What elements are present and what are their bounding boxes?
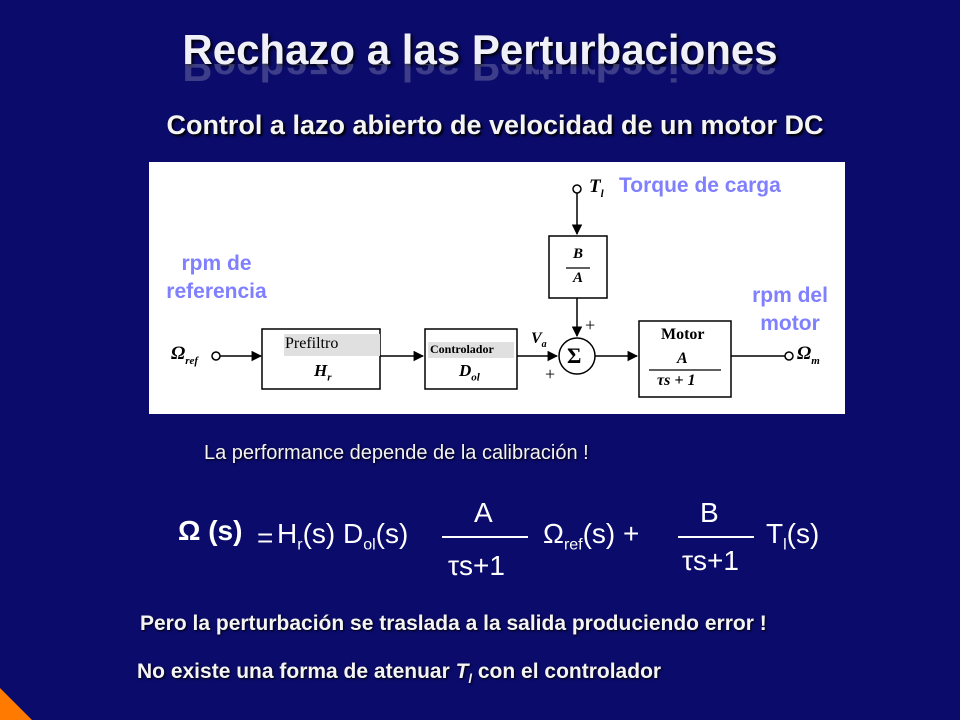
omega-ref-signal: Ωref [171, 343, 199, 367]
motor-label-line1: rpm del [752, 284, 828, 307]
input-terminal [211, 351, 221, 361]
motor-denominator: τs + 1 [657, 372, 696, 389]
va-signal: Va [531, 330, 547, 351]
performance-note: La performance depende de la calibración… [204, 442, 589, 464]
tl-signal: Tl [589, 176, 604, 200]
torque-label: Torque de carga [619, 174, 781, 197]
disturbance-block [548, 235, 608, 299]
motor-label: Motor [661, 326, 705, 343]
eq-frac2-numerator: B [700, 497, 719, 528]
eq-tl: Tl(s) [766, 518, 820, 554]
motor-numerator: A [677, 350, 688, 367]
perturbation-note: Pero la perturbación se traslada a la sa… [140, 612, 767, 635]
eq-omega-ref: Ωref(s) + [543, 518, 640, 554]
sum-symbol: Σ [567, 343, 582, 368]
reference-label-line1: rpm de [181, 252, 252, 275]
motor-label-line2: motor [760, 312, 820, 335]
eq-frac1-bar [442, 536, 528, 538]
eq-frac2-bar [678, 536, 754, 538]
plus-left-sign: + [545, 364, 556, 384]
disturbance-terminal [572, 184, 582, 194]
eq-frac2-denominator: τs+1 [682, 545, 739, 576]
slide-subtitle: Control a lazo abierto de velocidad de u… [166, 110, 824, 140]
slide-title: Rechazo a las Perturbaciones [182, 26, 778, 73]
prefiltro-tf: Hr [314, 361, 332, 384]
eq-frac1-denominator: τs+1 [448, 550, 505, 581]
controlador-label: Controlador [430, 342, 494, 356]
omega-m-signal: Ωm [797, 343, 820, 367]
controlador-tf: Dol [459, 361, 480, 384]
attenuation-note: No existe una forma de atenuar Tl con el… [137, 660, 662, 687]
diagram-lines [211, 184, 794, 398]
reference-label-line2: referencia [166, 280, 267, 303]
disturbance-numerator: B [573, 246, 584, 262]
controlador-block [424, 328, 518, 390]
prefiltro-label: Prefiltro [285, 335, 339, 352]
eq-equals: = [257, 522, 274, 553]
eq-frac1-numerator: A [474, 497, 493, 528]
eq-omega: Ω (s) [178, 515, 243, 546]
motor-block [638, 320, 732, 398]
plus-top-sign: + [585, 315, 596, 335]
block-diagram: Torque de carga rpm de referencia rpm de… [149, 162, 845, 414]
eq-hr-dol: Hr(s) Dol(s) [277, 518, 409, 554]
corner-decoration [0, 688, 32, 720]
disturbance-denominator: A [573, 270, 584, 286]
output-terminal [784, 351, 794, 361]
